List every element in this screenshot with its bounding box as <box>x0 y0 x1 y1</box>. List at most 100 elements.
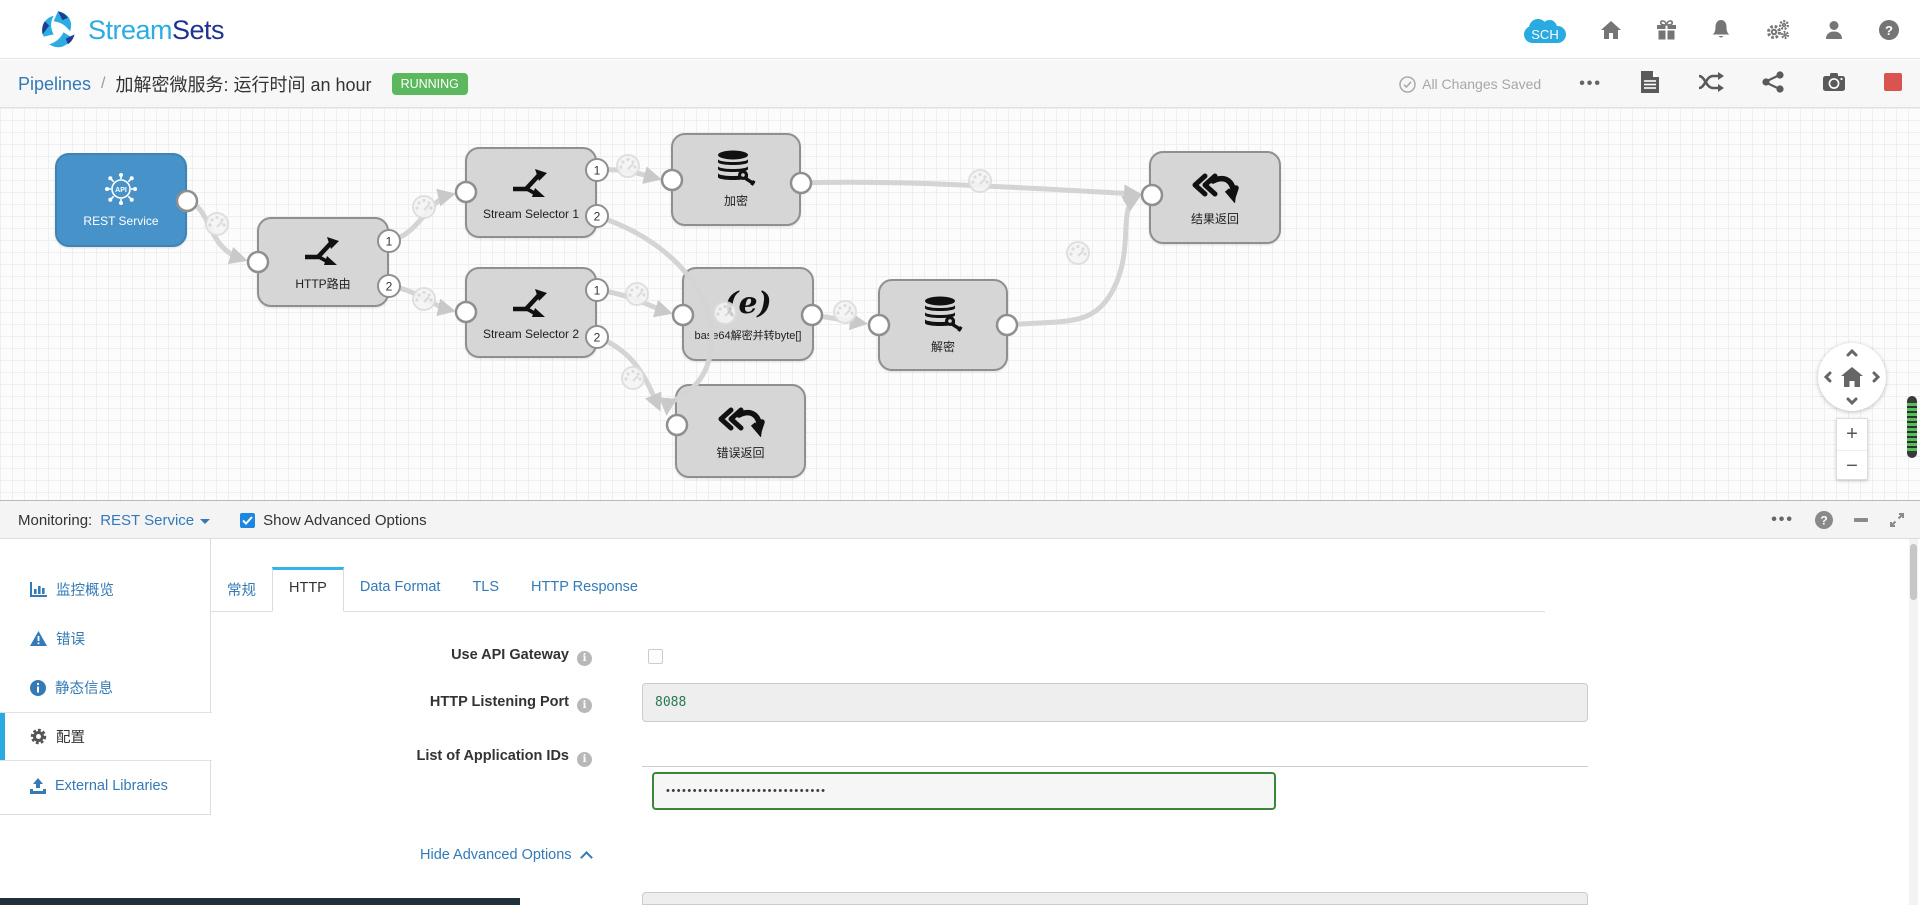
stage-selector-dropdown[interactable]: REST Service <box>100 512 211 529</box>
expression-evaluator-icon: (e) <box>724 286 772 321</box>
settings-icon[interactable] <box>1765 19 1790 41</box>
breadcrumb: Pipelines / 加解密微服务: 运行时间 an hour RUNNING <box>18 60 468 108</box>
sidebar-item-monitor-overview[interactable]: 监控概览 <box>0 565 210 614</box>
tab-general[interactable]: 常规 <box>227 583 256 599</box>
panel-help-icon[interactable]: ? <box>1814 510 1834 530</box>
info-tooltip-icon[interactable]: i <box>577 752 592 767</box>
expand-panel-icon[interactable] <box>1888 511 1906 529</box>
breadcrumb-separator: / <box>101 75 106 92</box>
chevron-down-icon <box>200 518 211 524</box>
tab-http-response[interactable]: HTTP Response <box>531 579 638 595</box>
stream-selector-icon <box>509 165 553 203</box>
notes-document-icon[interactable] <box>1640 70 1660 99</box>
hide-advanced-options-link[interactable]: Hide Advanced Options <box>420 847 593 864</box>
svg-text:?: ? <box>1885 23 1893 38</box>
stage-error-response[interactable]: 错误返回 <box>675 384 806 478</box>
gift-icon[interactable] <box>1656 19 1677 40</box>
application-id-secure-input[interactable]: •••••••••••••••••••••••••••••• <box>652 772 1276 810</box>
snapshot-camera-icon[interactable] <box>1822 72 1846 97</box>
pan-right-icon <box>1872 371 1881 383</box>
save-status: All Changes Saved <box>1399 75 1541 93</box>
shuffle-icon[interactable] <box>1698 71 1724 98</box>
stage-stream-selector-2[interactable]: Stream Selector 2 <box>465 267 597 358</box>
panel-scrollbar[interactable] <box>1909 539 1918 905</box>
pan-home-icon <box>1841 367 1863 387</box>
stream-selector-icon <box>509 285 553 323</box>
zoom-out-button[interactable]: − <box>1837 450 1867 481</box>
share-icon[interactable] <box>1762 70 1784 98</box>
stage-encrypt[interactable]: 加密 <box>671 133 801 226</box>
api-gear-icon: API <box>98 172 144 210</box>
bar-chart-icon <box>30 582 47 597</box>
show-advanced-checkbox[interactable] <box>240 512 256 528</box>
pan-left-icon <box>1823 371 1832 383</box>
upload-icon <box>30 777 46 794</box>
info-tooltip-icon[interactable]: i <box>577 651 592 666</box>
stage-config-panel: 监控概览 错误 静态信息 配置 External Libraries 常规 HT… <box>0 539 1920 905</box>
home-icon[interactable] <box>1600 20 1622 40</box>
breadcrumb-pipelines-link[interactable]: Pipelines <box>18 73 92 94</box>
monitor-more-button[interactable]: ••• <box>1771 511 1794 528</box>
send-response-icon <box>717 402 765 440</box>
sidebar-item-external-libraries[interactable]: External Libraries <box>0 761 210 810</box>
stage-decrypt[interactable]: 解密 <box>878 279 1008 371</box>
sidebar-item-static-info[interactable]: 静态信息 <box>0 663 210 712</box>
notifications-icon[interactable] <box>1711 19 1731 40</box>
app-header: StreamSets SCH <box>0 0 1920 59</box>
http-listening-port-input[interactable]: 8088 <box>642 683 1588 722</box>
sch-cloud-badge[interactable]: SCH <box>1524 15 1566 45</box>
sidebar-item-configuration[interactable]: 配置 <box>0 712 212 761</box>
database-key-icon <box>920 296 966 334</box>
info-icon <box>30 679 46 696</box>
pipeline-health-indicator <box>1907 396 1917 458</box>
pan-up-icon <box>1846 348 1858 357</box>
tab-http[interactable]: HTTP <box>272 567 344 612</box>
monitoring-label: Monitoring: <box>18 511 93 529</box>
user-icon[interactable] <box>1824 20 1844 40</box>
pipeline-title-bar: Pipelines / 加解密微服务: 运行时间 an hour RUNNING… <box>0 60 1920 108</box>
help-icon[interactable]: ? <box>1878 19 1900 41</box>
streamsets-logo[interactable]: StreamSets <box>36 8 225 52</box>
canvas-zoom-control: + − <box>1836 418 1868 480</box>
page-title: 加解密微服务: 运行时间 an hour <box>115 75 372 95</box>
stream-selector-icon <box>301 233 345 271</box>
minimize-panel-icon[interactable] <box>1854 518 1868 522</box>
info-tooltip-icon[interactable]: i <box>577 698 592 713</box>
stage-http-router[interactable]: HTTP路由 <box>257 217 389 307</box>
config-tabs: 常规 HTTP Data Format TLS HTTP Response <box>211 567 1545 612</box>
pan-down-icon <box>1846 397 1858 406</box>
stop-pipeline-button[interactable] <box>1884 72 1902 96</box>
svg-text:?: ? <box>1820 514 1827 528</box>
streamsets-logo-icon <box>42 11 75 48</box>
tab-data-format[interactable]: Data Format <box>359 579 441 595</box>
bottom-dark-strip <box>0 898 520 905</box>
svg-text:API: API <box>115 187 127 194</box>
stage-rest-service[interactable]: API REST Service <box>55 153 187 247</box>
status-badge: RUNNING <box>391 73 468 95</box>
stage-base64-decode[interactable]: (e) base64解密并转byte[] <box>682 267 814 361</box>
send-response-icon <box>1191 168 1239 206</box>
application-ids-list-divider <box>642 766 1588 767</box>
use-api-gateway-checkbox[interactable] <box>648 649 663 664</box>
pipeline-canvas[interactable]: 1 2 1 2 1 2 API REST Service <box>0 108 1920 501</box>
next-field-partial-input[interactable] <box>642 892 1588 905</box>
zoom-in-button[interactable]: + <box>1846 423 1858 445</box>
check-circle-icon <box>1399 75 1416 93</box>
database-key-icon <box>713 150 759 188</box>
scrollbar-thumb[interactable] <box>1910 544 1917 600</box>
stage-stream-selector-1[interactable]: Stream Selector 1 <box>465 147 597 238</box>
stage-send-response[interactable]: 结果返回 <box>1149 151 1281 244</box>
chevron-up-icon <box>579 850 593 864</box>
canvas-pan-control[interactable] <box>1818 343 1886 411</box>
sidebar-item-errors[interactable]: 错误 <box>0 614 210 663</box>
gear-icon <box>30 728 47 745</box>
monitoring-bar: Monitoring: REST Service Show Advanced O… <box>0 501 1920 539</box>
show-advanced-label[interactable]: Show Advanced Options <box>263 511 427 529</box>
streamsets-logo-text: StreamSets <box>88 14 225 45</box>
tab-tls[interactable]: TLS <box>472 579 500 595</box>
more-actions-button[interactable]: ••• <box>1579 75 1602 92</box>
